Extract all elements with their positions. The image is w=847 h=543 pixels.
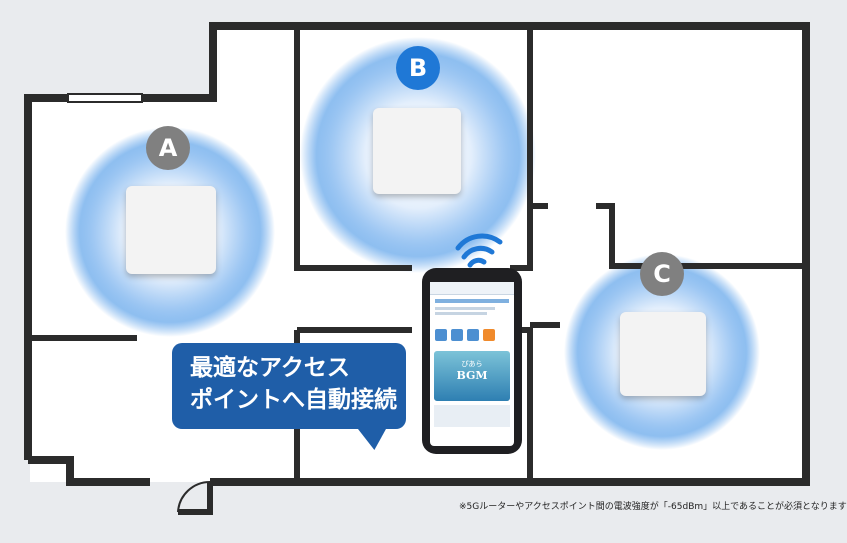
app-icon <box>451 329 463 341</box>
callout-bubble: 最適なアクセス ポイントへ自動接続 <box>172 343 406 429</box>
banner-title: ぴあら <box>461 360 483 368</box>
access-point-b <box>373 108 461 194</box>
exterior-walls <box>24 22 810 486</box>
screen-header <box>430 282 514 295</box>
screen-card <box>434 405 510 427</box>
app-icon <box>435 329 447 341</box>
phone-screen: ぴあら BGM <box>430 282 514 446</box>
callout-line-2: ポイントへ自動接続 <box>190 387 397 413</box>
app-icon <box>483 329 495 341</box>
ap-label-b: B <box>396 46 440 90</box>
door <box>177 480 211 513</box>
ap-label-a: A <box>146 126 190 170</box>
screen-icons <box>435 329 509 341</box>
access-point-a <box>126 186 216 274</box>
screen-banner: ぴあら BGM <box>434 351 510 401</box>
callout-line-1: 最適なアクセス <box>190 355 350 381</box>
footnote: ※5Gルーターやアクセスポイント間の電波強度が「-65dBm」以上であることが必… <box>459 502 847 512</box>
window <box>67 93 143 103</box>
wifi-icon <box>455 233 503 268</box>
access-point-c <box>620 312 706 396</box>
smartphone: ぴあら BGM <box>422 268 522 454</box>
ap-label-c: C <box>640 252 684 296</box>
screen-line <box>435 307 495 310</box>
banner-subtitle: BGM <box>456 369 488 382</box>
interior-walls <box>30 26 806 515</box>
screen-bar <box>435 299 509 303</box>
screen-line <box>435 312 487 315</box>
app-icon <box>467 329 479 341</box>
